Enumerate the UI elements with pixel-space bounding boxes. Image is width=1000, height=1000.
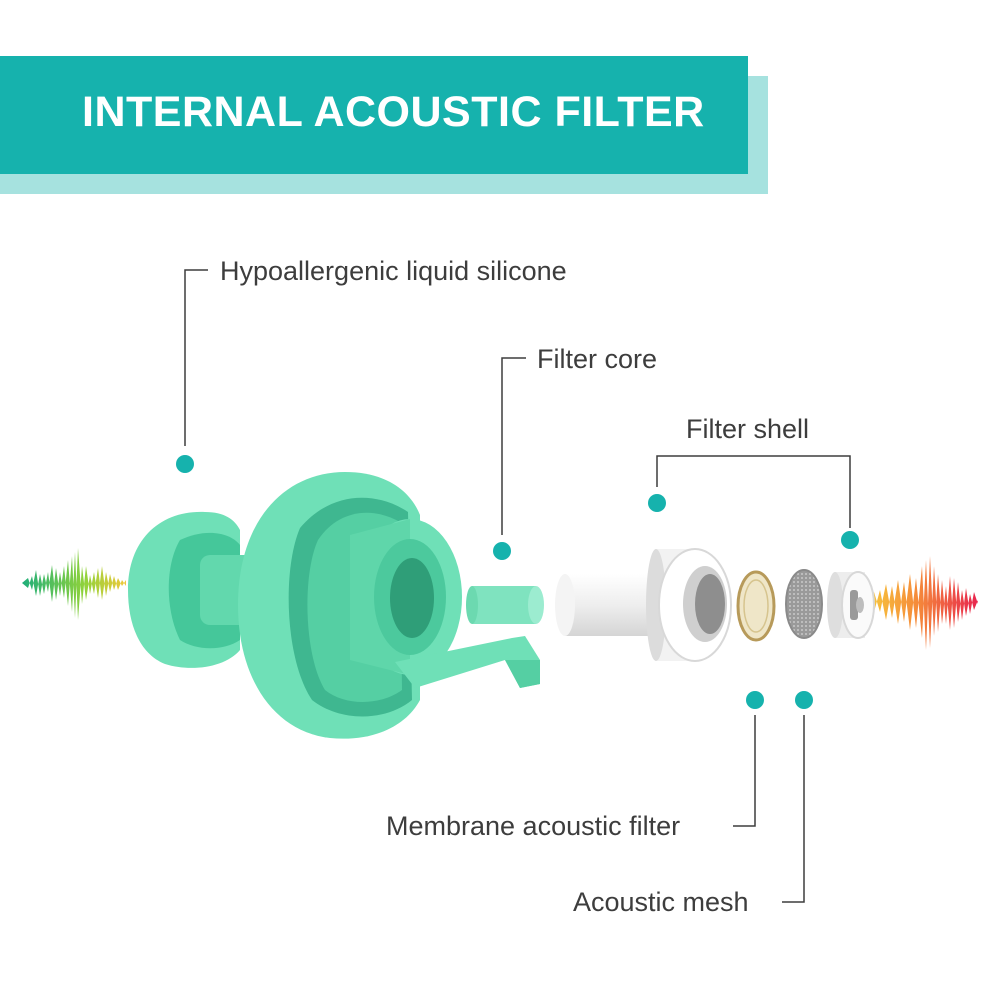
callout-dots [176, 455, 859, 709]
leader-line-filter-core [501, 357, 526, 535]
sound-wave-right [868, 556, 978, 650]
callout-dot-filter-core [493, 542, 511, 560]
label-membrane-filter: Membrane acoustic filter [386, 811, 681, 841]
callout-dot-membrane [746, 691, 764, 709]
leader-line-filter-shell [656, 455, 851, 528]
silicone-earplug [128, 472, 540, 739]
callout-dot-mesh [795, 691, 813, 709]
filter-shell-cap [827, 571, 875, 639]
leader-line-silicone [184, 269, 208, 446]
membrane-filter [736, 570, 776, 642]
callout-dot-filter-shell-cap [841, 531, 859, 549]
leader-line-membrane [733, 715, 756, 827]
sound-wave-left [22, 548, 126, 620]
callout-dot-filter-shell-tube [648, 494, 666, 512]
label-filter-core: Filter core [537, 344, 658, 374]
label-filter-shell: Filter shell [686, 414, 810, 444]
label-silicone: Hypoallergenic liquid silicone [220, 256, 567, 286]
filter-shell-tube [555, 548, 732, 662]
page-title: INTERNAL ACOUSTIC FILTER [82, 88, 705, 136]
acoustic-mesh [785, 569, 823, 639]
leader-lines [184, 269, 851, 903]
leader-line-mesh [782, 715, 805, 903]
title-banner [0, 56, 748, 174]
callout-dot-silicone [176, 455, 194, 473]
filter-core [466, 586, 544, 624]
label-acoustic-mesh: Acoustic mesh [573, 887, 749, 917]
